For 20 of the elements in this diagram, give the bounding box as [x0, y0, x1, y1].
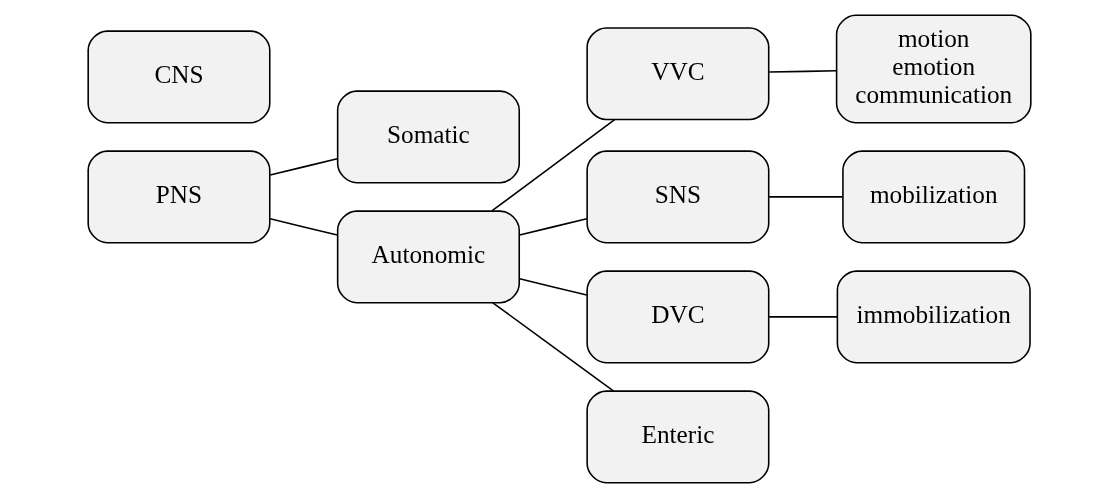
- connector: [768, 315, 838, 318]
- node-box: immobilization: [836, 269, 1031, 363]
- node-box: Enteric: [585, 389, 769, 483]
- node-box: Autonomic: [336, 209, 520, 303]
- node-box: PNS: [86, 149, 271, 243]
- connector: [518, 277, 588, 296]
- node-box: mobilization: [841, 149, 1025, 243]
- connector: [268, 217, 338, 236]
- connector: [768, 69, 837, 73]
- connector: [518, 217, 588, 236]
- node-box: CNS: [86, 29, 271, 123]
- connector: [768, 195, 843, 198]
- node-box: motion emotion communication: [835, 14, 1032, 123]
- node-box: VVC: [585, 26, 769, 120]
- node-box: DVC: [585, 269, 769, 363]
- connector: [490, 118, 615, 211]
- connector: [268, 157, 338, 176]
- connector: [491, 301, 614, 392]
- node-box: Somatic: [336, 89, 520, 183]
- node-box: SNS: [585, 149, 769, 243]
